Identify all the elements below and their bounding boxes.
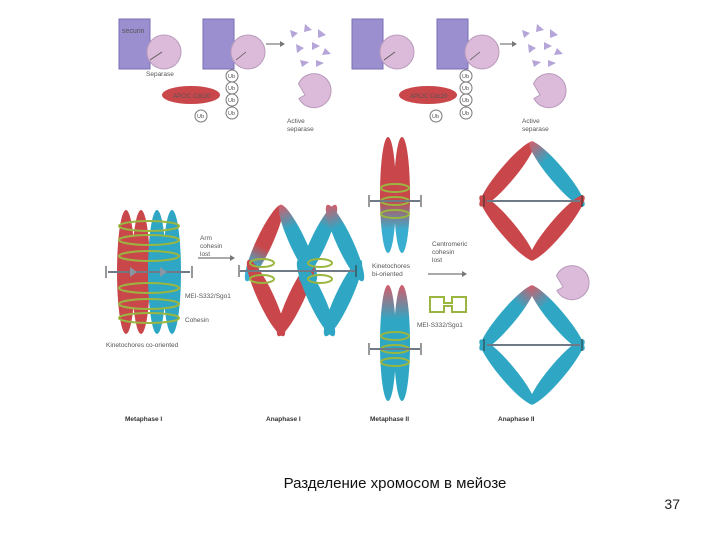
active-separase-label: Active separase	[287, 118, 314, 133]
separase-circle-2	[230, 34, 266, 70]
apc-cdc20-label: APC/C Cdc20	[173, 94, 211, 100]
anaphase-ii-upper	[479, 141, 585, 261]
separase-circle-3	[379, 34, 415, 70]
active-separase-label-2: Active separase	[522, 118, 549, 133]
metaphase-i-chromosomes	[105, 210, 193, 334]
ubiquitin-chain: Ub Ub Ub Ub Ub	[194, 69, 239, 123]
cohesin-label: Cohesin	[185, 317, 209, 324]
apc-cdc20-complex-2	[399, 86, 457, 104]
svg-text:Ub: Ub	[462, 98, 469, 104]
active-separase-circle-2	[532, 73, 567, 109]
svg-text:Ub: Ub	[197, 114, 204, 120]
svg-text:Ub: Ub	[228, 86, 235, 92]
svg-text:Ub: Ub	[228, 111, 235, 117]
metaphase-ii-upper-chromosome	[368, 137, 422, 253]
separase-activation-panel-right: APC/C Cdc20 Ub Ub Ub Ub Ub Active separa…	[351, 18, 567, 133]
separase-label: Separase	[146, 71, 174, 78]
apc-cdc20-label-2: APC/C Cdc20	[410, 94, 448, 100]
apc-cdc20-complex	[162, 86, 220, 104]
centromeric-cohesin-lost-label: Centromeric cohesin lost	[432, 241, 469, 264]
securin-box-4	[436, 18, 469, 70]
slide-caption: Разделение хромосом в мейозе	[283, 475, 507, 492]
securin-label: securin	[122, 28, 145, 35]
securin-box	[118, 18, 151, 70]
metaphase-ii-lower-chromosome	[368, 285, 422, 401]
active-separase-circle	[297, 73, 332, 109]
active-separase-circle-3	[555, 265, 590, 301]
mei-s332-label: MEI-S332/Sgo1	[185, 293, 231, 300]
kinetochores-co-oriented-label: Kinetochores co-oriented	[106, 342, 179, 349]
degraded-securin-fragments	[290, 24, 331, 67]
ubiquitin-chain-2: Ub Ub Ub Ub Ub	[429, 69, 473, 123]
stage-label-anaphase-ii: Anaphase II	[498, 416, 535, 423]
kinetochores-bi-oriented-label: Kinetochores bi-oriented	[372, 263, 412, 278]
anaphase-i-chromosomes	[238, 204, 365, 337]
degraded-securin-fragments-2	[522, 24, 563, 67]
securin-box-2	[202, 18, 235, 70]
arm-cohesin-lost-label: Arm cohesin lost	[200, 235, 224, 258]
svg-text:Ub: Ub	[432, 114, 439, 120]
separase-circle	[146, 34, 182, 70]
mei-s332-right-label: MEI-S332/Sgo1	[417, 322, 463, 329]
page-number: 37	[664, 496, 680, 512]
anaphase-ii-lower	[479, 285, 585, 405]
separase-activation-panel-left: securin Separase APC/C Cdc20 Ub Ub Ub Ub…	[118, 18, 332, 133]
stage-label-anaphase-i: Anaphase I	[266, 416, 301, 423]
svg-text:Ub: Ub	[462, 74, 469, 80]
securin-box-3	[351, 18, 384, 70]
svg-text:Ub: Ub	[462, 111, 469, 117]
stage-label-metaphase-ii: Metaphase II	[370, 416, 409, 423]
separase-circle-4	[464, 34, 500, 70]
stage-label-metaphase-i: Metaphase I	[125, 416, 162, 423]
svg-text:Ub: Ub	[462, 86, 469, 92]
svg-text:Ub: Ub	[228, 98, 235, 104]
meiosis-diagram: securin Separase APC/C Cdc20 Ub Ub Ub Ub…	[105, 18, 590, 423]
svg-text:Ub: Ub	[228, 74, 235, 80]
cleaved-cohesin-ring	[429, 296, 467, 313]
